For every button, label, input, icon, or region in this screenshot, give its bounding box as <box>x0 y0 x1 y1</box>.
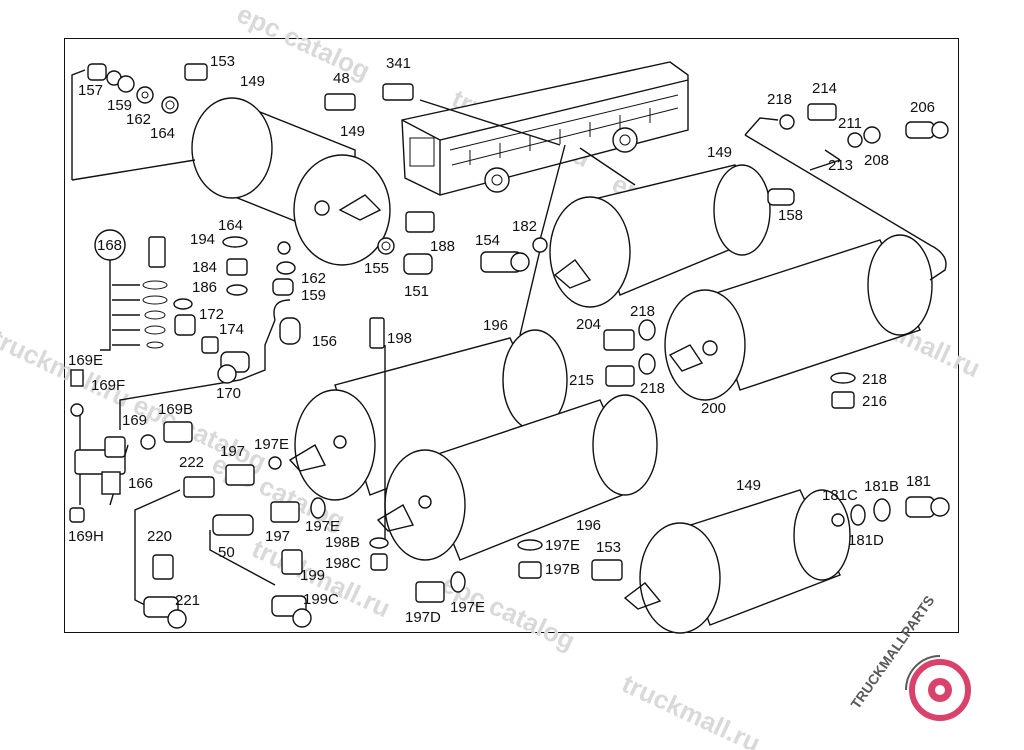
callout-labels: 157 159 162 164 153 149 48 341 149 218 2… <box>68 53 935 626</box>
callout-badge-168 <box>94 229 126 261</box>
callout-label: 197 <box>220 443 245 460</box>
callout-label: 204 <box>576 316 601 333</box>
callout-label: 194 <box>190 231 215 248</box>
callout-label: 341 <box>386 55 411 72</box>
callout-label: 184 <box>192 259 217 276</box>
tank-149-top-right <box>549 164 771 308</box>
tank-196-lower <box>376 394 658 561</box>
callout-label: 169 <box>122 412 147 429</box>
callout-label: 216 <box>862 393 887 410</box>
callout-label: 151 <box>404 283 429 300</box>
callout-label: 181 <box>906 473 931 490</box>
callout-label: 218 <box>767 91 792 108</box>
tank-149-bottom-right <box>623 489 851 634</box>
callout-label: 169H <box>68 528 104 545</box>
callout-label: 214 <box>812 80 837 97</box>
callout-label: 215 <box>569 372 594 389</box>
watermark: truckmall.ru <box>617 668 765 750</box>
callout-label: 154 <box>475 232 500 249</box>
callout-label: 197E <box>254 436 289 453</box>
callout-label: 200 <box>701 400 726 417</box>
callout-label: 181C <box>822 487 858 504</box>
callout-label: 196 <box>576 517 601 534</box>
callout-label: 197E <box>450 599 485 616</box>
callout-label: 50 <box>218 544 235 561</box>
callout-label: 197E <box>305 518 340 535</box>
bus-illustration <box>401 61 689 241</box>
callout-label: 198C <box>325 555 361 572</box>
callout-label: 181D <box>848 532 884 549</box>
diagram-frame <box>64 38 959 633</box>
callout-label: 172 <box>199 306 224 323</box>
callout-label: 218 <box>640 380 665 397</box>
callout-label: 162 <box>301 270 326 287</box>
callout-label: 174 <box>219 321 244 338</box>
callout-label: 149 <box>707 144 732 161</box>
callout-label: 182 <box>512 218 537 235</box>
callout-label: 198 <box>387 330 412 347</box>
callout-label: 199C <box>303 591 339 608</box>
callout-label: 213 <box>828 157 853 174</box>
callout-label: 196 <box>483 317 508 334</box>
callout-label: 159 <box>107 97 132 114</box>
tank-196-middle <box>288 329 568 501</box>
callout-label: 169F <box>91 377 125 394</box>
callout-label: 197E <box>545 537 580 554</box>
callout-label: 197D <box>405 609 441 626</box>
callout-label: 199 <box>300 567 325 584</box>
callout-label: 149 <box>340 123 365 140</box>
callout-label: 169E <box>68 352 103 369</box>
callout-label: 166 <box>128 475 153 492</box>
callout-label: 197B <box>545 561 580 578</box>
callout-label: 169B <box>158 401 193 418</box>
callout-label: 222 <box>179 454 204 471</box>
tank-200 <box>664 234 933 401</box>
callout-label: 206 <box>910 99 935 116</box>
callout-label: 221 <box>175 592 200 609</box>
callout-label: 149 <box>736 477 761 494</box>
callout-label: 220 <box>147 528 172 545</box>
callout-label: 155 <box>364 260 389 277</box>
fittings <box>69 63 950 629</box>
callout-label: 153 <box>210 53 235 70</box>
callout-label: 162 <box>126 111 151 128</box>
callout-label: 48 <box>333 70 350 87</box>
callout-label: 157 <box>78 82 103 99</box>
callout-label: 158 <box>778 207 803 224</box>
callout-label: 149 <box>240 73 265 90</box>
truckmall-parts-logo: TRUCKMALLPARTS <box>847 593 971 721</box>
callout-label: 211 <box>838 115 862 132</box>
callout-label: 198B <box>325 534 360 551</box>
callout-label: 164 <box>150 125 175 142</box>
callout-label: 188 <box>430 238 455 255</box>
callout-label: 186 <box>192 279 217 296</box>
callout-label: 170 <box>216 385 241 402</box>
callout-label: 156 <box>312 333 337 350</box>
callout-label: 159 <box>301 287 326 304</box>
callout-label: 164 <box>218 217 243 234</box>
pipe-lines <box>71 69 947 606</box>
callout-label: 168 <box>97 237 122 254</box>
callout-label: 197 <box>265 528 290 545</box>
callout-label: 218 <box>862 371 887 388</box>
callout-label: 153 <box>596 539 621 556</box>
callout-label: 208 <box>864 152 889 169</box>
tank-149-top-left <box>191 97 391 266</box>
callout-label: 181B <box>864 478 899 495</box>
callout-label: 218 <box>630 303 655 320</box>
